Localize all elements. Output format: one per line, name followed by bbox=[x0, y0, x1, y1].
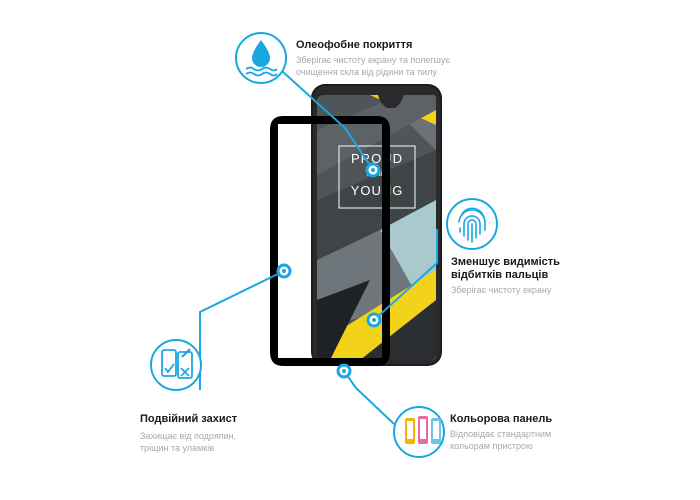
fingerprints-title-1: Зменшує видимість bbox=[451, 256, 560, 268]
color-panel-desc-1: Відповідає стандартним bbox=[450, 429, 552, 439]
fingerprints-title-2: відбитків пальців bbox=[451, 269, 549, 281]
dot-double-protection bbox=[276, 263, 292, 279]
fingerprints-desc: Зберігає чистоту екрану bbox=[451, 285, 552, 295]
colored-phones-icon bbox=[393, 406, 445, 458]
oleophobic-title: Олеофобне покриття bbox=[296, 39, 413, 51]
oleophobic-desc-2: очищення скла від рідини та пилу bbox=[296, 67, 437, 77]
oleophobic-desc-1: Зберігає чистоту екрану та полегшує bbox=[296, 55, 450, 65]
water-drop-icon bbox=[235, 32, 287, 84]
double-shield-icon bbox=[150, 339, 202, 391]
dot-fingerprints bbox=[366, 312, 382, 328]
connector-dots bbox=[276, 162, 382, 379]
double-protection-title: Подвійний захист bbox=[140, 413, 238, 425]
color-panel-desc-2: кольорам пристрою bbox=[450, 441, 533, 451]
color-panel-title: Кольорова панель bbox=[450, 413, 553, 425]
double-protection-desc-1: Захищає від подряпин, bbox=[140, 431, 237, 441]
dot-oleophobic bbox=[365, 162, 381, 178]
fingerprint-icon bbox=[446, 198, 498, 250]
double-protection-desc-2: тріщин та уламків bbox=[140, 443, 215, 453]
dot-color-panel bbox=[336, 363, 352, 379]
wallpaper-text-3: YOUNG bbox=[351, 183, 404, 198]
